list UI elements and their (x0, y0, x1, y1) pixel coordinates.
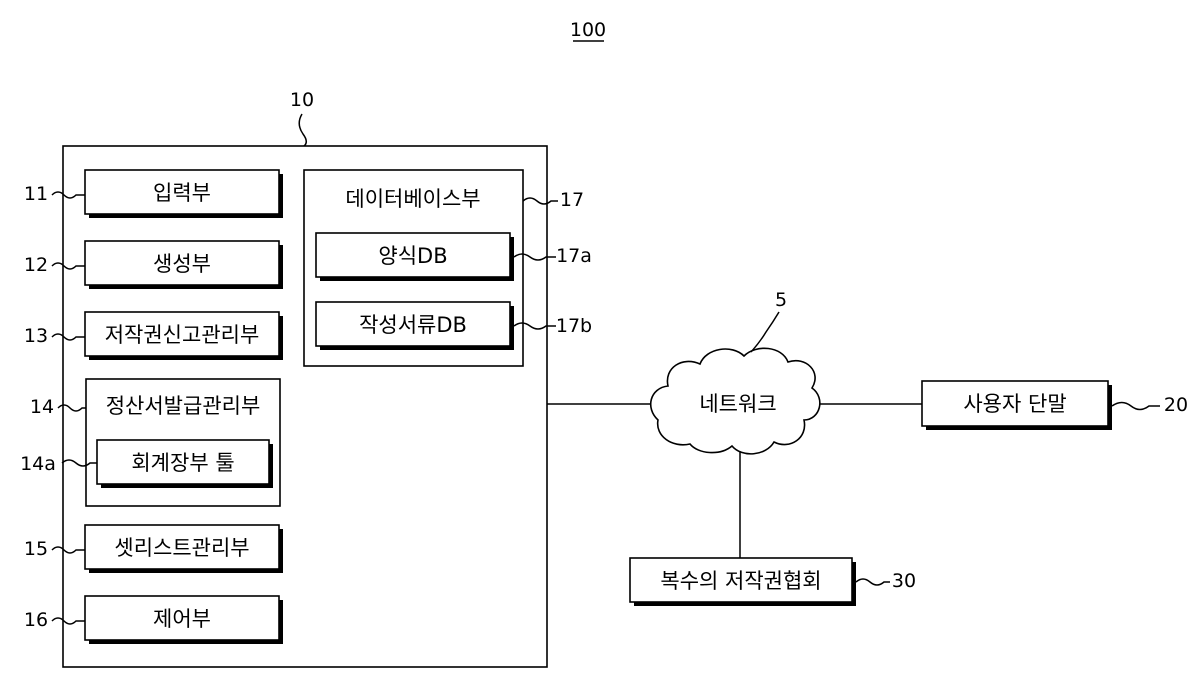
database-unit-ref: 17 (560, 189, 584, 211)
associations-ref: 30 (892, 570, 916, 592)
accounting-tool-ref: 14a (20, 453, 56, 475)
network-leader (751, 312, 779, 352)
database-unit-label: 데이터베이스부 (345, 187, 480, 211)
figure-number: 100 (570, 19, 606, 41)
settlement-unit-label: 정산서발급관리부 (106, 394, 261, 418)
input-unit-label: 입력부 (153, 181, 211, 205)
user-terminal-ref: 20 (1164, 394, 1188, 416)
generation-unit-label: 생성부 (153, 252, 211, 276)
setlist-unit-label: 셋리스트관리부 (114, 536, 249, 560)
user-terminal-label: 사용자 단말 (963, 392, 1066, 416)
network-label: 네트워크 (699, 392, 776, 416)
copyright-report-unit-ref: 13 (24, 325, 48, 347)
document-db-ref: 17b (556, 315, 592, 337)
generation-unit-ref: 12 (24, 254, 48, 276)
copyright-report-unit-label: 저작권신고관리부 (105, 323, 260, 347)
system-leader (299, 114, 306, 146)
network-ref: 5 (775, 289, 787, 311)
document-db-label: 작성서류DB (359, 313, 467, 337)
accounting-tool-label: 회계장부 툴 (131, 451, 234, 475)
user-terminal-leader (1112, 403, 1160, 410)
control-unit-ref: 16 (24, 609, 48, 631)
settlement-unit-ref: 14 (30, 396, 54, 418)
form-db-ref: 17a (556, 245, 592, 267)
input-unit-ref: 11 (24, 183, 48, 205)
form-db-label: 양식DB (378, 244, 447, 268)
associations-leader (856, 579, 890, 585)
system-ref: 10 (290, 89, 314, 111)
associations-label: 복수의 저작권협회 (660, 569, 821, 593)
setlist-unit-ref: 15 (24, 538, 48, 560)
control-unit-label: 제어부 (153, 607, 211, 631)
